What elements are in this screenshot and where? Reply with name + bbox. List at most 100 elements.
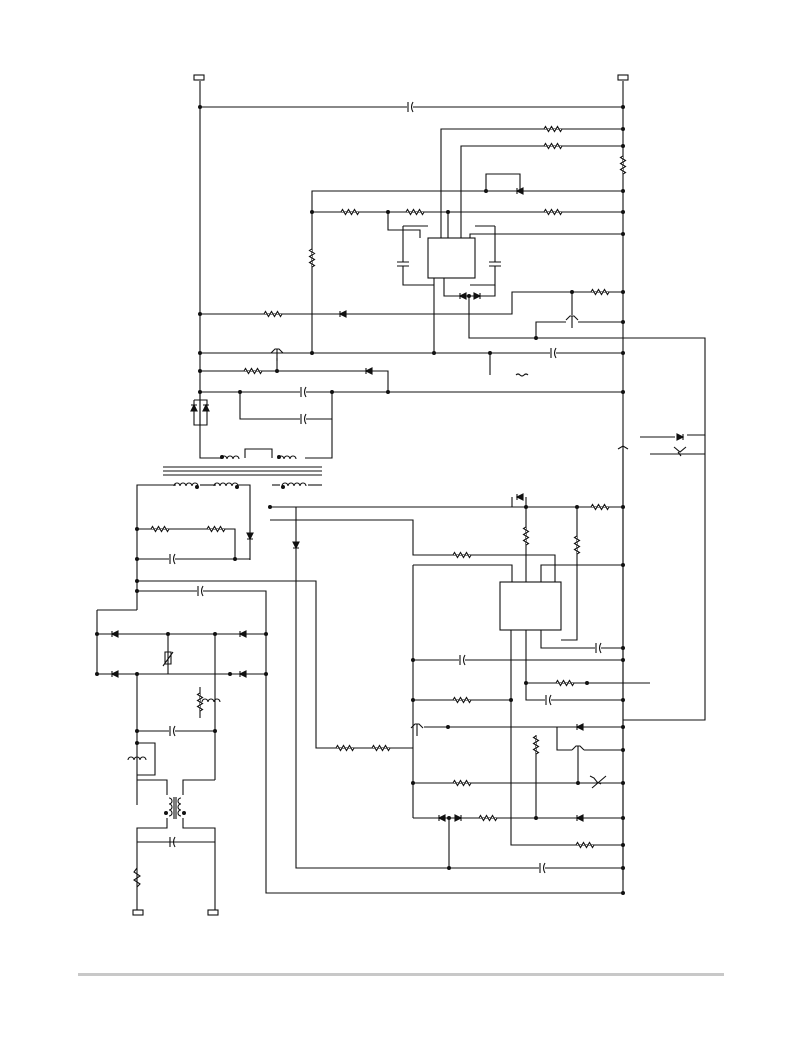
resistor	[263, 310, 283, 318]
wire	[137, 580, 413, 749]
diode	[575, 723, 584, 731]
wire	[200, 291, 623, 315]
wire	[525, 630, 623, 701]
junction-dot	[621, 698, 625, 702]
transistor	[617, 445, 629, 450]
resistor	[543, 142, 563, 150]
diode	[238, 670, 247, 678]
wire	[468, 296, 706, 436]
junction-dot	[135, 589, 139, 593]
junction-dot	[446, 725, 450, 729]
wire	[137, 779, 168, 795]
wire	[510, 630, 623, 846]
wire	[270, 519, 556, 582]
diode	[246, 532, 254, 541]
capacitor	[539, 862, 546, 874]
junction-dot	[621, 781, 625, 785]
resistor	[452, 779, 472, 787]
resistor	[590, 288, 610, 296]
junction-dot	[198, 312, 202, 316]
capacitor	[300, 386, 307, 398]
wire	[136, 484, 176, 610]
capacitor-gap	[539, 863, 545, 873]
junction-dot	[621, 658, 625, 662]
diode	[110, 630, 119, 638]
capacitor	[595, 642, 602, 654]
capacitor-gap	[397, 262, 409, 266]
junction-dot	[621, 725, 625, 729]
diode	[676, 433, 685, 441]
wire	[137, 590, 623, 894]
junction-dot	[621, 105, 625, 109]
transistor	[571, 745, 585, 758]
junction-dot	[411, 658, 415, 662]
capacitor-gap	[489, 262, 501, 266]
diode	[338, 310, 347, 318]
junction-dot	[621, 748, 625, 752]
junction-dot	[213, 729, 217, 733]
junction-dot	[135, 579, 139, 583]
inductor	[127, 756, 147, 761]
capacitor	[169, 553, 176, 565]
capacitor	[550, 347, 557, 359]
wire	[387, 212, 421, 238]
resistor	[196, 692, 204, 712]
transistor	[565, 315, 579, 328]
junction-dot	[95, 672, 99, 676]
wire	[193, 399, 208, 426]
thermistor	[162, 651, 174, 667]
wire	[469, 233, 623, 238]
resistor	[555, 679, 575, 687]
capacitor	[459, 654, 466, 666]
junction-dot	[621, 866, 625, 870]
junction-dot	[621, 646, 625, 650]
junction-dot	[621, 505, 625, 509]
wire	[443, 278, 496, 297]
junction-dot	[621, 210, 625, 214]
junction-dot	[432, 351, 436, 355]
capacitor-gap	[300, 387, 306, 397]
terminal	[193, 74, 205, 81]
fuse	[133, 867, 141, 888]
wire	[623, 435, 706, 721]
junction-dot	[281, 485, 285, 489]
junction-dot	[621, 232, 625, 236]
junction-dot	[264, 632, 268, 636]
resistor	[543, 125, 563, 133]
diode	[110, 670, 119, 678]
capacitor	[545, 694, 552, 706]
junction-dot	[277, 455, 281, 459]
diode	[473, 292, 482, 300]
wire	[295, 507, 623, 869]
resistor	[573, 535, 581, 555]
diode	[458, 292, 467, 300]
junction-dot	[268, 505, 272, 509]
junction-dot	[621, 351, 625, 355]
capacitor-gap	[459, 655, 465, 665]
wire	[239, 392, 333, 420]
capacitor	[489, 261, 501, 267]
resistor	[619, 155, 627, 175]
wire	[182, 818, 216, 910]
transistor	[410, 723, 424, 736]
resistor	[150, 525, 170, 533]
wire	[182, 779, 215, 795]
resistor	[543, 208, 563, 216]
inductor	[213, 482, 239, 487]
inductor	[173, 482, 199, 487]
junction-dot	[310, 351, 314, 355]
terminal	[617, 74, 629, 81]
wire	[200, 370, 389, 392]
junction-dot	[198, 351, 202, 355]
junction-dot	[95, 632, 99, 636]
junction-dot	[264, 672, 268, 676]
wire	[535, 321, 566, 338]
resistor	[340, 208, 360, 216]
junction-dot	[524, 681, 528, 685]
capacitor	[169, 725, 176, 737]
junction-dot	[195, 485, 199, 489]
capacitor-gap	[550, 348, 556, 358]
wire	[460, 145, 623, 238]
capacitor-gap	[595, 643, 601, 653]
